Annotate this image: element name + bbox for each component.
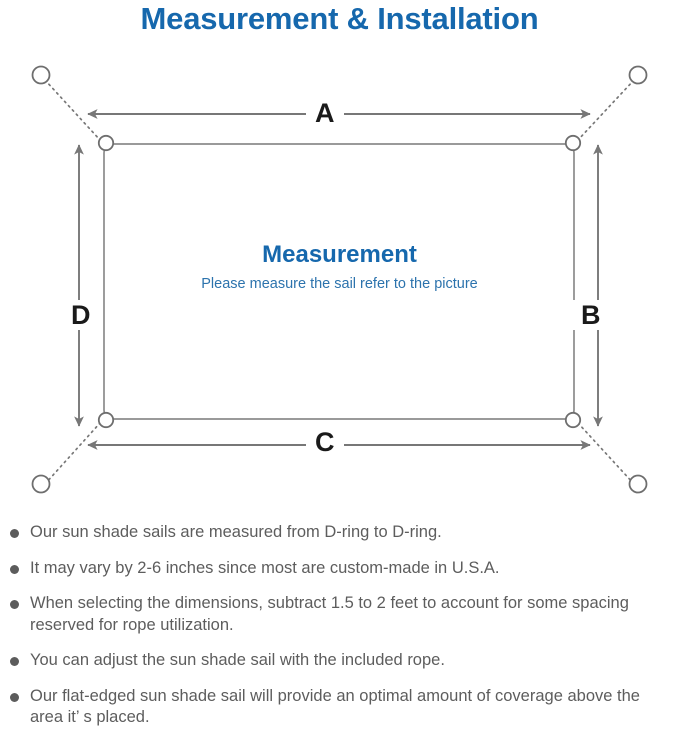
page-title: Measurement & Installation [140, 1, 539, 36]
anchor-point-top-right [628, 65, 648, 85]
anchor-point-bottom-left [31, 474, 51, 494]
rope-line-bottom-right [577, 422, 635, 485]
list-item: Our flat-edged sun shade sail will provi… [0, 686, 679, 729]
d-ring-bottom-left [97, 411, 115, 429]
measurement-diagram: Measurement Please measure the sail refe… [0, 44, 679, 514]
anchor-point-bottom-right [628, 474, 648, 494]
d-rings [97, 134, 582, 429]
list-item: You can adjust the sun shade sail with t… [0, 650, 679, 672]
note-text: Our sun shade sails are measured from D-… [30, 523, 442, 541]
note-text: It may vary by 2-6 inches since most are… [30, 558, 500, 577]
sail-shape [103, 143, 575, 420]
dimension-label-c: C [306, 427, 344, 457]
dimension-label-d: D [62, 300, 100, 330]
bullet-icon [10, 600, 19, 609]
list-item: It may vary by 2-6 inches since most are… [0, 558, 679, 580]
notes-list: Our sun shade sails are measured from D-… [0, 522, 679, 743]
d-ring-top-right [564, 134, 582, 152]
bullet-icon [10, 564, 19, 574]
d-ring-bottom-right [564, 411, 582, 429]
rope-line-top-right [577, 79, 635, 141]
rope-line-top-left [44, 79, 101, 141]
rope-line-bottom-left [44, 422, 101, 485]
bullet-icon [10, 657, 19, 666]
bullet-icon [10, 692, 19, 702]
list-item: When selecting the dimensions, subtract … [0, 593, 679, 636]
note-text: You can adjust the sun shade sail with t… [30, 651, 445, 669]
d-ring-top-left [97, 134, 115, 152]
list-item: Our sun shade sails are measured from D-… [0, 522, 679, 544]
note-text: When selecting the dimensions, subtract … [30, 594, 629, 634]
note-text: Our flat-edged sun shade sail will provi… [30, 686, 640, 727]
anchor-point-top-left [31, 65, 51, 85]
rope-lines [44, 79, 635, 485]
bullet-icon [10, 529, 19, 538]
dimension-label-b: B [572, 300, 610, 330]
dimension-label-a: A [306, 98, 344, 128]
anchor-points [31, 65, 648, 494]
